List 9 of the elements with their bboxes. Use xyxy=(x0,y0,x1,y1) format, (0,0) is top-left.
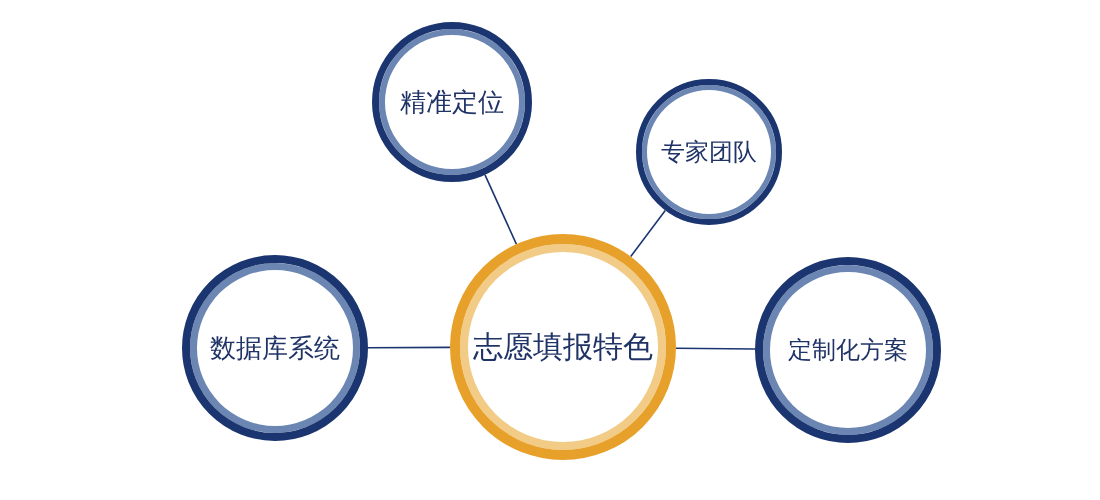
connector-line xyxy=(484,174,518,245)
connector-line xyxy=(675,347,756,350)
node-label: 定制化方案 xyxy=(788,335,908,366)
connector-line xyxy=(367,346,451,349)
node-label: 精准定位 xyxy=(400,85,504,119)
node-label: 数据库系统 xyxy=(210,331,340,365)
node-label: 专家团队 xyxy=(661,137,757,168)
node-label: 志愿填报特色 xyxy=(473,327,653,366)
connector-line xyxy=(629,209,667,258)
